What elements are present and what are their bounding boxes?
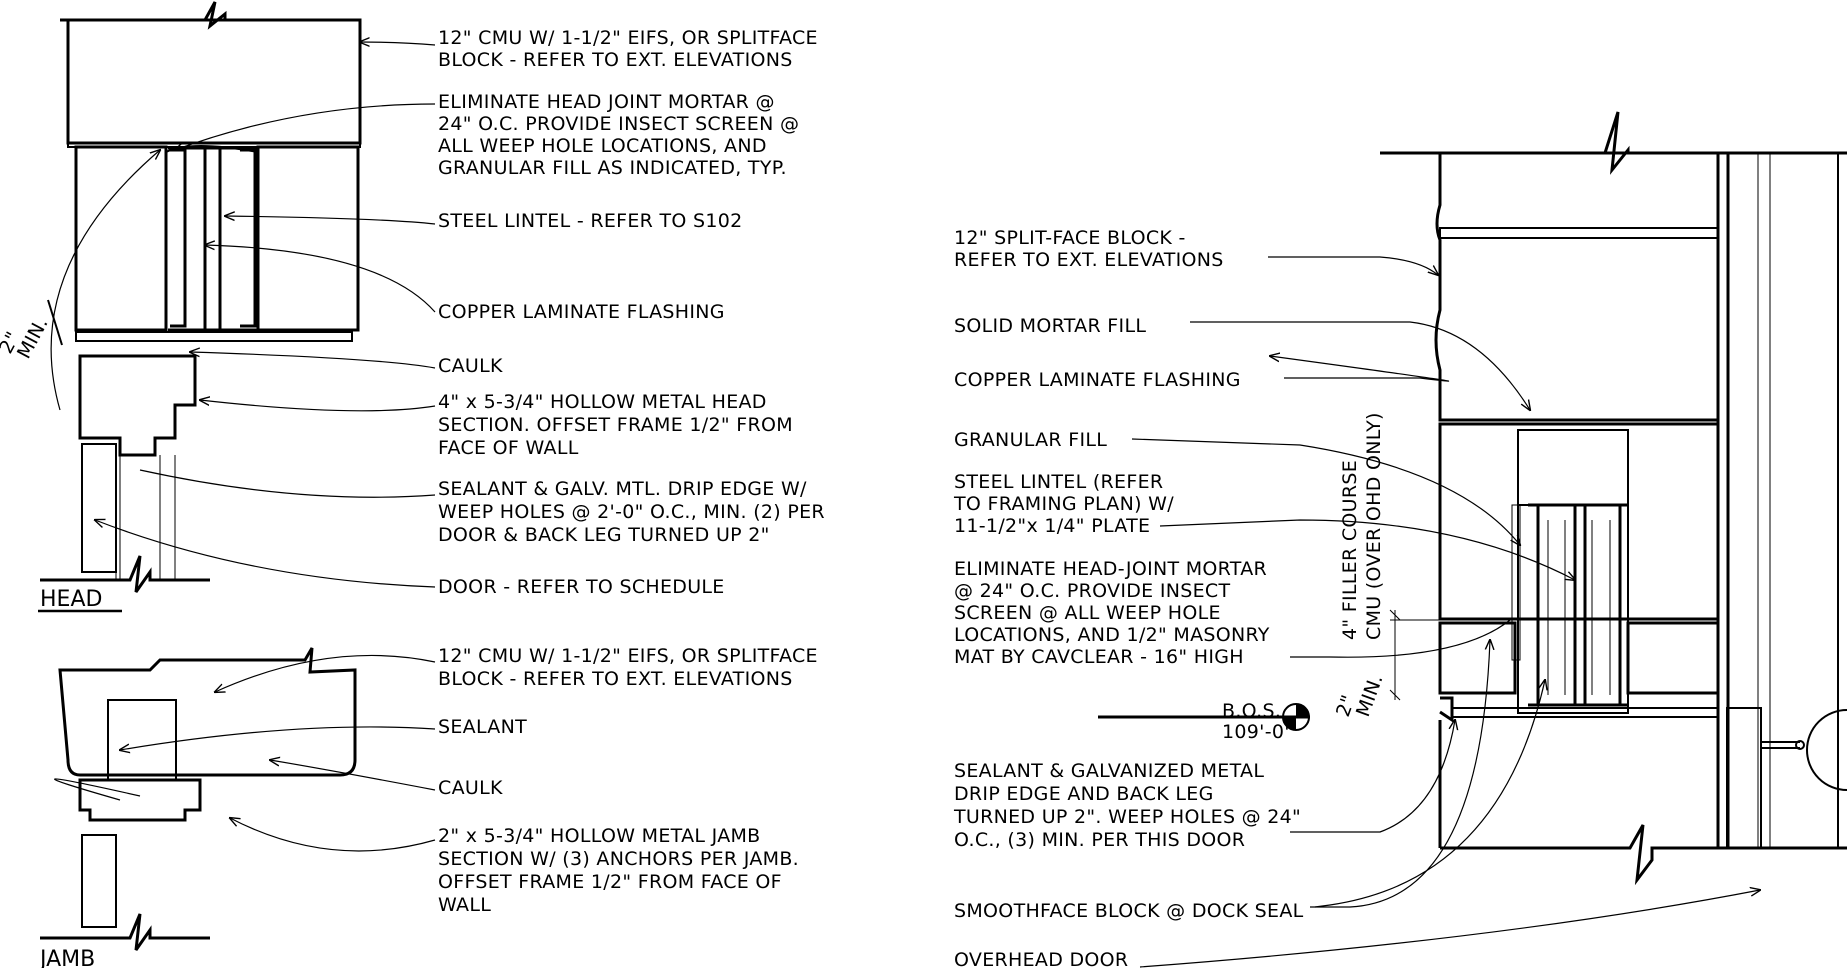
head-note-frame-3: FACE OF WALL: [438, 437, 579, 459]
jamb-note-sealant: SEALANT: [438, 716, 527, 738]
right-note-joint-3: SCREEN @ ALL WEEP HOLE: [954, 602, 1221, 624]
lintel-block-right: [256, 145, 360, 332]
right-note-smoothface: SMOOTHFACE BLOCK @ DOCK SEAL: [954, 900, 1304, 922]
head-note-lintel: STEEL LINTEL - REFER TO S102: [438, 210, 743, 232]
head-note-sealant-2: WEEP HOLES @ 2'-0" O.C., MIN. (2) PER: [438, 501, 825, 523]
head-leaders: [95, 42, 436, 588]
right-note-lintel-3: 11-1/2"x 1/4" PLATE: [954, 515, 1150, 537]
jamb-note-frame-1: 2" x 5-3/4" HOLLOW METAL JAMB: [438, 825, 761, 847]
right-notes: 12" SPLIT-FACE BLOCK - REFER TO EXT. ELE…: [953, 227, 1304, 968]
head-note-caulk: CAULK: [438, 355, 503, 377]
jamb-door-panel: [81, 834, 117, 928]
right-min-dimension: 2" MIN.: [1332, 671, 1388, 719]
right-note-flashing: COPPER LAMINATE FLASHING: [954, 369, 1241, 391]
right-note-sealant-1: SEALANT & GALVANIZED METAL: [954, 760, 1264, 782]
jamb-note-frame-2: SECTION W/ (3) ANCHORS PER JAMB.: [438, 848, 799, 870]
dock-seal: [1726, 707, 1762, 849]
right-note-joint-1: ELIMINATE HEAD-JOINT MORTAR: [954, 558, 1267, 580]
head-detail-drawing: [40, 1, 362, 593]
hollow-metal-head-frame: [78, 354, 197, 457]
jamb-note-cmu-1: 12" CMU W/ 1-1/2" EIFS, OR SPLITFACE: [438, 645, 818, 667]
steel-lintel: [168, 146, 258, 332]
split-face-cmu-upper: [1434, 151, 1720, 422]
head-note-sealant-1: SEALANT & GALV. MTL. DRIP EDGE W/: [438, 478, 807, 500]
right-note-joint-2: @ 24" O.C. PROVIDE INSECT: [954, 580, 1230, 602]
head-notes: 12" CMU W/ 1-1/2" EIFS, OR SPLITFACE BLO…: [438, 27, 825, 598]
right-note-block-2: REFER TO EXT. ELEVATIONS: [954, 249, 1224, 271]
head-note-sealant-3: DOOR & BACK LEG TURNED UP 2": [438, 524, 770, 546]
right-note-sealant-2: DRIP EDGE AND BACK LEG: [954, 783, 1214, 805]
filler-label-line2: CMU (OVER OHD ONLY): [1363, 412, 1385, 640]
filler-label-line1: 4" FILLER COURSE: [1339, 460, 1361, 640]
jamb-note-frame-3: OFFSET FRAME 1/2" FROM FACE OF: [438, 871, 782, 893]
right-leaders: [1131, 256, 1760, 968]
right-note-sealant-3: TURNED UP 2". WEEP HOLES @ 24": [953, 806, 1301, 828]
right-note-block-1: 12" SPLIT-FACE BLOCK -: [954, 227, 1186, 249]
jamb-detail-drawing: [40, 647, 357, 951]
head-title: HEAD: [40, 587, 102, 612]
head-note-frame-1: 4" x 5-3/4" HOLLOW METAL HEAD: [438, 391, 767, 413]
upper-cmu-block: [66, 18, 362, 145]
jamb-leaders: [120, 654, 436, 852]
filler-course-cmu: [1438, 621, 1517, 695]
lintel-block-left: [74, 145, 168, 332]
head-note-frame-2: SECTION. OFFSET FRAME 1/2" FROM: [438, 414, 793, 436]
right-note-granular: GRANULAR FILL: [954, 429, 1107, 451]
right-note-sealant-4: O.C., (3) MIN. PER THIS DOOR: [954, 829, 1245, 851]
head-note-joint-2: 24" O.C. PROVIDE INSECT SCREEN @: [438, 113, 799, 135]
door-panel: [81, 443, 117, 573]
drip-edge-plate: [75, 331, 353, 342]
right-note-lintel-1: STEEL LINTEL (REFER: [954, 471, 1163, 493]
steel-lintel-right: [1528, 503, 1628, 707]
bos-label: B.O.S.: [1222, 700, 1281, 722]
jamb-note-cmu-2: BLOCK - REFER TO EXT. ELEVATIONS: [438, 668, 793, 690]
overhead-door-section-drawing: [1098, 111, 1847, 886]
jamb-note-frame-4: WALL: [438, 894, 491, 916]
head-note-cmu-2: BLOCK - REFER TO EXT. ELEVATIONS: [438, 49, 793, 71]
hollow-metal-jamb-frame: [78, 778, 202, 822]
right-note-joint-4: LOCATIONS, AND 1/2" MASONRY: [954, 624, 1270, 646]
head-note-joint-4: GRANULAR FILL AS INDICATED, TYP.: [438, 157, 787, 179]
right-note-overhead-door: OVERHEAD DOOR: [954, 949, 1128, 968]
head-min-dimension: 2" MIN.: [0, 299, 63, 362]
right-min-label: MIN.: [1352, 671, 1388, 719]
jamb-note-caulk: CAULK: [438, 777, 503, 799]
head-note-joint-3: ALL WEEP HOLE LOCATIONS, AND: [438, 135, 767, 157]
right-note-lintel-2: TO FRAMING PLAN) W/: [953, 493, 1174, 515]
lintel-course-block: [1438, 422, 1720, 621]
bos-elevation-value: 109'-0": [1222, 721, 1293, 743]
head-note-cmu-1: 12" CMU W/ 1-1/2" EIFS, OR SPLITFACE: [438, 27, 818, 49]
right-note-mortar: SOLID MORTAR FILL: [954, 315, 1146, 337]
overhead-door-roller: [1806, 709, 1847, 791]
jamb-title: JAMB: [38, 947, 95, 968]
jamb-notes: 12" CMU W/ 1-1/2" EIFS, OR SPLITFACE BLO…: [438, 645, 818, 916]
bos-elevation-label: B.O.S. 109'-0": [1222, 700, 1293, 743]
granular-fill: [1517, 429, 1629, 506]
head-note-flashing: COPPER LAMINATE FLASHING: [438, 301, 725, 323]
filler-course-label: 4" FILLER COURSE CMU (OVER OHD ONLY): [1339, 412, 1385, 640]
head-note-door: DOOR - REFER TO SCHEDULE: [438, 576, 725, 598]
head-note-joint-1: ELIMINATE HEAD JOINT MORTAR @: [438, 91, 775, 113]
right-note-joint-5: MAT BY CAVCLEAR - 16" HIGH: [954, 646, 1244, 668]
